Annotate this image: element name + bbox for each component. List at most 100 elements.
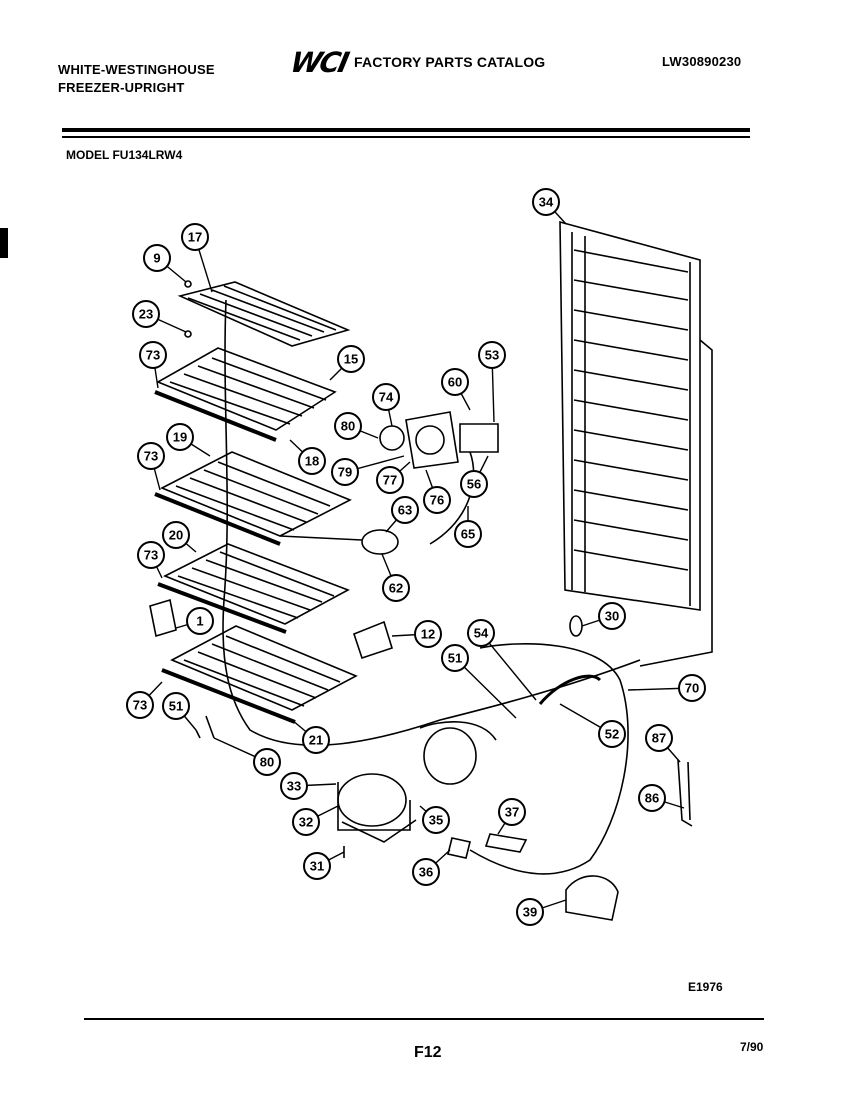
callout-circle (372, 383, 400, 411)
callout-34: 34 (532, 188, 567, 225)
callout-circle (423, 486, 451, 514)
diagram-number: E1976 (688, 980, 723, 994)
callout-circle (382, 574, 410, 602)
callout-label: 86 (645, 791, 659, 806)
callout-label: 21 (309, 733, 323, 748)
callout-label: 1 (196, 614, 203, 629)
callout-20: 20 (162, 521, 197, 553)
callout-label: 73 (144, 449, 158, 464)
callout-label: 12 (421, 627, 435, 642)
brand-line-1: WHITE-WESTINGHOUSE (58, 62, 215, 77)
callout-52: 52 (559, 703, 626, 748)
callout-87: 87 (645, 724, 681, 763)
callout-80: 80 (334, 412, 379, 440)
callout-62: 62 (381, 553, 410, 602)
callout-circle (337, 345, 365, 373)
fan-blade-74 (379, 425, 405, 451)
callout-15: 15 (329, 345, 365, 381)
callout-56: 56 (460, 455, 489, 498)
callout-63: 63 (385, 496, 419, 533)
callout-circle (414, 620, 442, 648)
callout-label: 20 (169, 528, 183, 543)
callout-circle (441, 644, 469, 672)
callout-circle (137, 442, 165, 470)
callout-label: 23 (139, 307, 153, 322)
callout-label: 35 (429, 813, 443, 828)
callout-circle (162, 692, 190, 720)
callout-circle (460, 470, 488, 498)
cover-39 (565, 875, 619, 921)
catalog-number: LW30890230 (662, 54, 742, 69)
callout-circle (292, 808, 320, 836)
callout-19: 19 (166, 423, 211, 457)
catalog-title: FACTORY PARTS CATALOG (354, 54, 546, 70)
callout-9: 9 (143, 244, 187, 283)
callout-77: 77 (376, 461, 411, 494)
callout-76: 76 (423, 469, 451, 514)
callout-label: 56 (467, 477, 481, 492)
scan-margin-mark (0, 228, 8, 258)
callout-label: 15 (344, 352, 358, 367)
bracket-1 (149, 598, 177, 638)
callout-circle (422, 806, 450, 834)
callout-36: 36 (412, 849, 451, 886)
callout-label: 51 (169, 699, 183, 714)
callout-label: 73 (144, 548, 158, 563)
callout-label: 36 (419, 865, 433, 880)
callout-35: 35 (419, 805, 450, 834)
callout-51: 51 (162, 692, 197, 731)
callout-label: 53 (485, 348, 499, 363)
callout-18: 18 (289, 439, 326, 475)
callout-37: 37 (497, 798, 526, 835)
callout-80: 80 (213, 737, 281, 776)
callout-circle (331, 458, 359, 486)
shelf-21 (161, 625, 358, 724)
callout-circle (298, 447, 326, 475)
callout-33: 33 (280, 772, 337, 800)
callout-circle (678, 674, 706, 702)
motor-53 (459, 423, 499, 453)
callout-label: 60 (448, 375, 462, 390)
callout-label: 73 (146, 348, 160, 363)
callout-label: 87 (652, 731, 666, 746)
callout-label: 34 (539, 195, 554, 210)
callout-86: 86 (638, 784, 685, 812)
overload-36 (447, 837, 471, 859)
callout-73: 73 (139, 341, 167, 389)
callout-circle (302, 726, 330, 754)
callout-label: 32 (299, 815, 313, 830)
relay-37 (484, 833, 528, 853)
callout-label: 19 (173, 430, 187, 445)
callout-circle (478, 341, 506, 369)
callout-30: 30 (581, 602, 626, 630)
shelf-20 (157, 543, 350, 634)
callout-circle (376, 466, 404, 494)
callout-54: 54 (467, 619, 537, 701)
callout-label: 51 (448, 651, 462, 666)
drain-heater-62 (361, 529, 399, 555)
callout-label: 54 (474, 626, 489, 641)
callout-circle (441, 368, 469, 396)
callout-circle (516, 898, 544, 926)
callout-1: 1 (175, 607, 214, 635)
callout-39: 39 (516, 898, 567, 926)
callout-label: 65 (461, 527, 475, 542)
callout-73: 73 (137, 442, 165, 491)
footer-rule (84, 1018, 764, 1020)
callout-label: 52 (605, 727, 619, 742)
brand-line-2: FREEZER-UPRIGHT (58, 80, 185, 95)
callout-circle (391, 496, 419, 524)
callout-label: 18 (305, 454, 319, 469)
callout-70: 70 (627, 674, 706, 702)
callout-60: 60 (441, 368, 471, 411)
callout-circle (645, 724, 673, 752)
callout-circle (498, 798, 526, 826)
model-number: MODEL FU134LRW4 (66, 148, 183, 162)
callout-circle (598, 602, 626, 630)
callout-label: 37 (505, 805, 519, 820)
callout-label: 74 (379, 390, 394, 405)
callout-12: 12 (391, 620, 442, 648)
callout-circle (334, 412, 362, 440)
